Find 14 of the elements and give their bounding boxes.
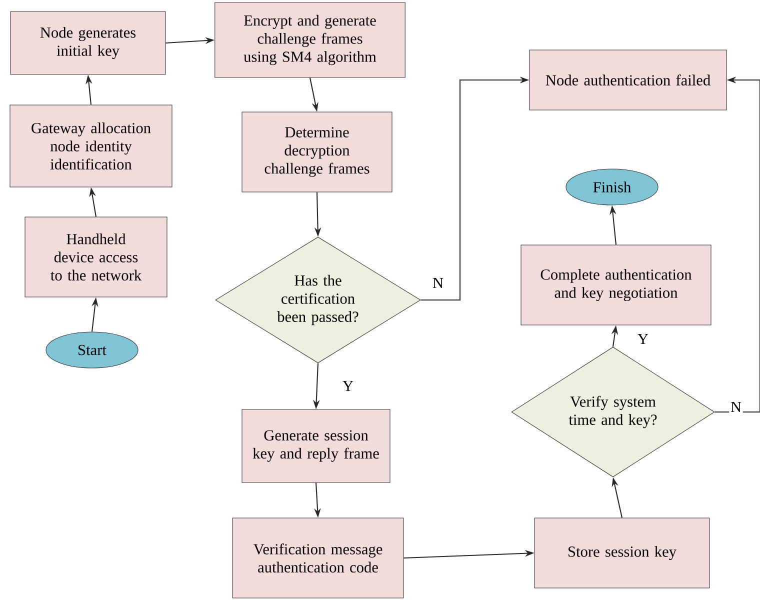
edge-label: Y (636, 332, 650, 346)
process-box: Node generates initial key (10, 11, 166, 75)
process-box: Encrypt and generate challenge frames using SM4 algorithm (214, 2, 406, 78)
edge-label: Y (341, 380, 355, 392)
process-box: Complete authentication and key negotiation (520, 244, 712, 326)
edge-label: N (431, 276, 445, 290)
process-box: Store session key (534, 518, 710, 588)
process-box: Determine decryption challenge frames (242, 112, 392, 192)
process-box: Node authentication failed (529, 50, 727, 110)
process-box: Verification message authentication code (232, 518, 404, 598)
edge-label: N (729, 400, 743, 414)
process-box: Gateway allocation node identity identification (10, 104, 172, 188)
process-box: Handheld device access to the network (24, 216, 168, 298)
process-box: Generate session key and reply frame (242, 409, 390, 483)
